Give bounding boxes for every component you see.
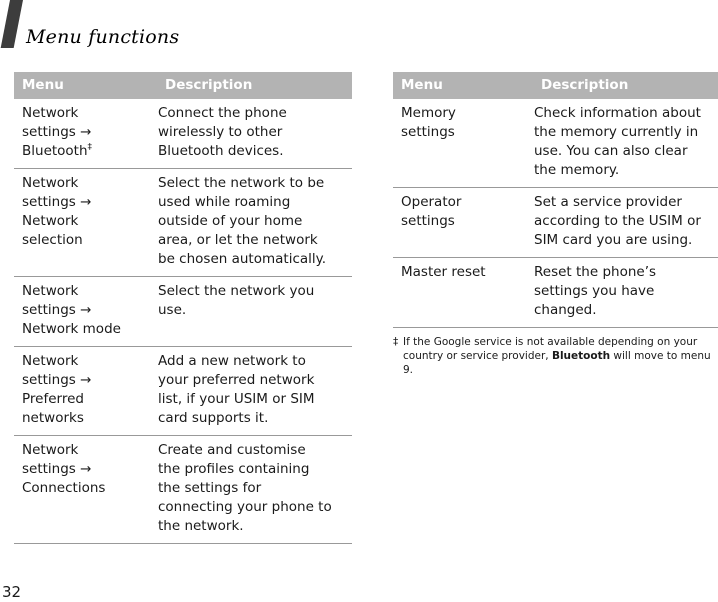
description-column-header: Description [157, 72, 352, 99]
menu-cell: Network settings → Connections [14, 435, 157, 544]
table-header-row: Menu Description [14, 72, 352, 99]
description-cell: Reset the phone’s settings you have chan… [533, 257, 718, 328]
description-cell: Add a new network to your preferred netw… [157, 346, 352, 436]
general-settings-table: Menu Description Memory settings Check i… [393, 72, 718, 328]
chapter-title: Menu functions [26, 26, 180, 48]
menu-column-header: Menu [393, 72, 533, 99]
table-row: Operator settings Set a service provider… [393, 187, 718, 258]
description-cell: Check information about the memory curre… [533, 99, 718, 188]
table-row: Memory settings Check information about … [393, 99, 718, 188]
menu-cell: Memory settings [393, 99, 533, 188]
page-number: 32 [2, 583, 22, 601]
table-row: Network settings → Bluetooth‡ Connect th… [14, 99, 352, 169]
table-row: Master reset Reset the phone’s settings … [393, 257, 718, 328]
description-column-header: Description [533, 72, 718, 99]
table-row: Network settings → Network selection Sel… [14, 168, 352, 277]
footnote-reference: ‡ [87, 142, 93, 153]
chapter-slash-bar [0, 0, 24, 48]
left-column: Menu Description Network settings → Blue… [14, 72, 352, 544]
description-cell: Select the network to be used while roam… [157, 168, 352, 277]
menu-label: Network settings → Bluetooth [22, 105, 92, 159]
footnote-text: If the Google service is not available d… [403, 335, 718, 377]
footnote-text-after: will move to menu 9. [403, 350, 711, 376]
menu-cell: Network settings → Network mode [14, 276, 157, 347]
description-cell: Create and customise the profiles contai… [157, 435, 352, 544]
network-settings-table: Menu Description Network settings → Blue… [14, 72, 352, 544]
table-header-row: Menu Description [393, 72, 718, 99]
description-cell: Connect the phone wirelessly to other Bl… [157, 99, 352, 169]
description-cell: Select the network you use. [157, 276, 352, 347]
footnote: ‡ If the Google service is not available… [393, 335, 718, 377]
menu-cell: Network settings → Bluetooth‡ [14, 99, 157, 169]
table-row: Network settings → Preferred networks Ad… [14, 346, 352, 436]
menu-cell: Network settings → Network selection [14, 168, 157, 277]
menu-cell: Master reset [393, 257, 533, 328]
description-cell: Set a service provider according to the … [533, 187, 718, 258]
menu-column-header: Menu [14, 72, 157, 99]
menu-cell: Network settings → Preferred networks [14, 346, 157, 436]
right-column: Menu Description Memory settings Check i… [393, 72, 718, 377]
table-row: Network settings → Connections Create an… [14, 435, 352, 544]
footnote-text-before: If the Google service is not available d… [403, 336, 698, 362]
table-row: Network settings → Network mode Select t… [14, 276, 352, 347]
footnote-bold-term: Bluetooth [551, 350, 611, 362]
menu-cell: Operator settings [393, 187, 533, 258]
footnote-marker: ‡ [393, 336, 399, 348]
